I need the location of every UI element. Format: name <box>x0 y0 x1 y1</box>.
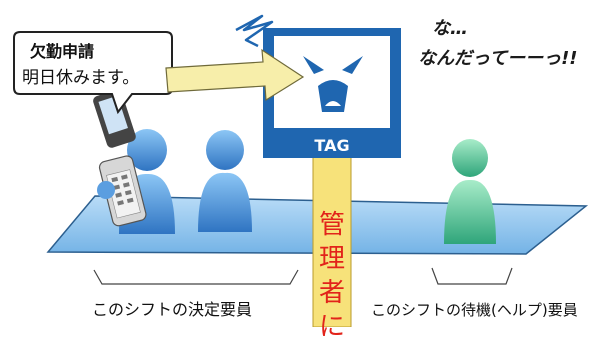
shout-line-1: な… <box>432 18 468 39</box>
diagram-canvas: TAG <box>13 14 589 327</box>
bubble-title: 欠勤申請 <box>30 42 95 61</box>
pole-label: 管理者に <box>318 210 345 342</box>
angry-face-icon <box>303 56 363 112</box>
flip-phone-icon <box>93 89 147 227</box>
speech-bubble <box>13 31 173 115</box>
standby-group-bracket <box>431 267 513 285</box>
decided-group-bracket <box>93 269 299 285</box>
tag-label: TAG <box>314 136 349 155</box>
pole <box>312 155 352 327</box>
caption-decided-staff: このシフトの決定要員 <box>92 300 253 319</box>
request-arrow-icon <box>165 48 305 102</box>
caption-standby-staff: このシフトの待機(ヘルプ)要員 <box>371 301 578 319</box>
bubble-body: 明日休みます。 <box>22 68 140 88</box>
decided-person <box>198 130 252 232</box>
surprise-zigzag-icon <box>235 14 274 48</box>
standby-person <box>444 139 496 244</box>
shout-line-2: なんだってーーっ!! <box>418 48 578 69</box>
